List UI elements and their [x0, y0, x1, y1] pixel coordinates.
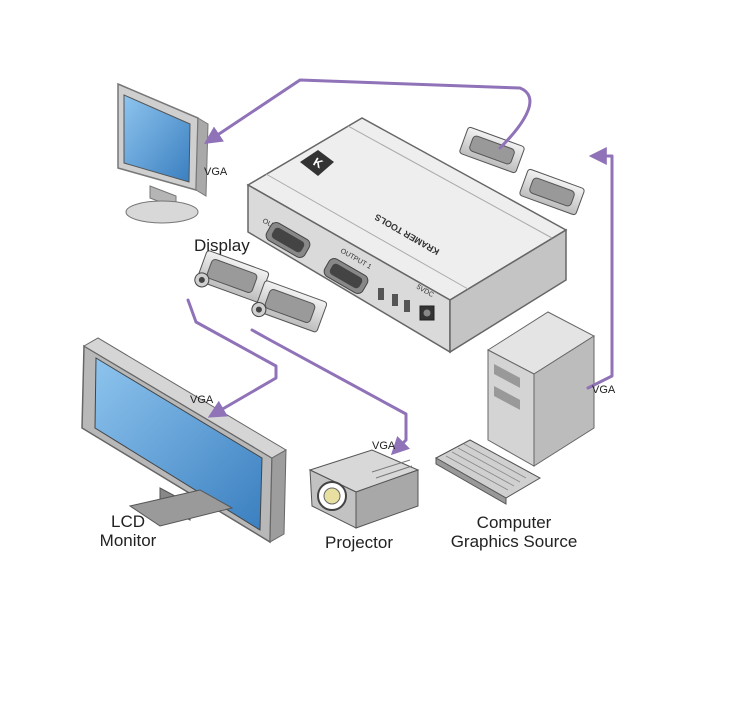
display-label: Display: [194, 236, 250, 255]
projector: [308, 449, 420, 529]
vga-connector-bottom: [519, 168, 585, 216]
computer-label: Computer Graphics Source: [434, 513, 594, 551]
vga-label-computer: VGA: [592, 384, 616, 396]
vga-label-lcd: VGA: [190, 394, 214, 406]
computer-label-line1: Computer: [476, 513, 552, 532]
cable-crt: [204, 78, 532, 150]
output1-port: [323, 258, 369, 294]
lcd-monitor-label: LCD Monitor: [88, 512, 168, 550]
projector-label: Projector: [325, 533, 394, 552]
keyboard: [434, 439, 542, 505]
vga-label-projector: VGA: [372, 440, 396, 452]
vga-connector-display: [194, 250, 270, 303]
lcd-monitor: [81, 337, 287, 544]
output2-port: [265, 222, 311, 258]
vga-connector-top: [459, 126, 525, 174]
lcd-label-line1: LCD: [110, 512, 145, 531]
computer-tower: [486, 311, 596, 467]
cable-lcd: [186, 298, 278, 418]
computer-label-line2: Graphics Source: [450, 532, 578, 551]
kramer-distributor: K KRAMER TOOLS OUTPUT 2 OUTPUT 1 5VDC: [246, 117, 568, 354]
vga-label-crt: VGA: [204, 166, 228, 178]
cable-computer: [586, 147, 614, 390]
vga-connector-projector: [251, 280, 328, 333]
lcd-label-line2: Monitor: [99, 531, 157, 550]
crt-display: [117, 82, 209, 224]
cable-projector: [250, 328, 411, 456]
